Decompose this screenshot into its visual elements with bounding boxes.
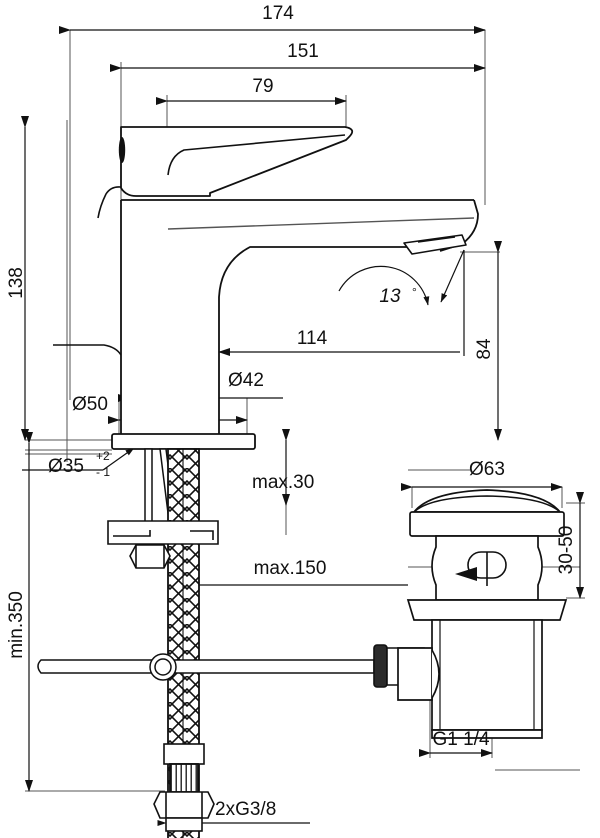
faucet-body-graphic <box>53 126 479 450</box>
label-138: 138 <box>6 267 27 299</box>
label-d42: Ø42 <box>228 370 264 391</box>
leader-d35 <box>102 447 135 471</box>
pop-up-waste-graphic <box>397 489 568 739</box>
label-114: 114 <box>297 328 328 349</box>
label-d50: Ø50 <box>72 394 108 415</box>
label-151: 151 <box>287 41 319 62</box>
label-84: 84 <box>474 338 495 360</box>
label-174: 174 <box>262 3 294 24</box>
label-d35-tol-plus: +2 <box>96 449 110 463</box>
label-max150: max.150 <box>254 558 327 579</box>
label-d63: Ø63 <box>469 459 505 480</box>
label-g114: G1 1/4 <box>432 729 489 750</box>
extension-lines <box>25 30 585 830</box>
label-d35: Ø35 <box>48 456 84 477</box>
shank-and-hoses <box>37 448 432 838</box>
label-3050: 30-50 <box>556 526 577 575</box>
label-max30: max.30 <box>252 472 314 493</box>
label-79: 79 <box>252 76 273 97</box>
label-angle-value: 13 <box>379 286 401 307</box>
label-g38: 2xG3/8 <box>215 799 276 820</box>
angle-arc-13 <box>338 265 430 306</box>
angle-leader <box>440 249 465 303</box>
label-d35-tol-minus: - 1 <box>96 465 110 479</box>
label-angle-degree-symbol: ° <box>412 285 417 299</box>
label-min350: min.350 <box>6 591 27 659</box>
dimension-labels: 174 151 79 138 114 84 Ø50 Ø42 Ø35 +2 - 1… <box>6 3 577 820</box>
